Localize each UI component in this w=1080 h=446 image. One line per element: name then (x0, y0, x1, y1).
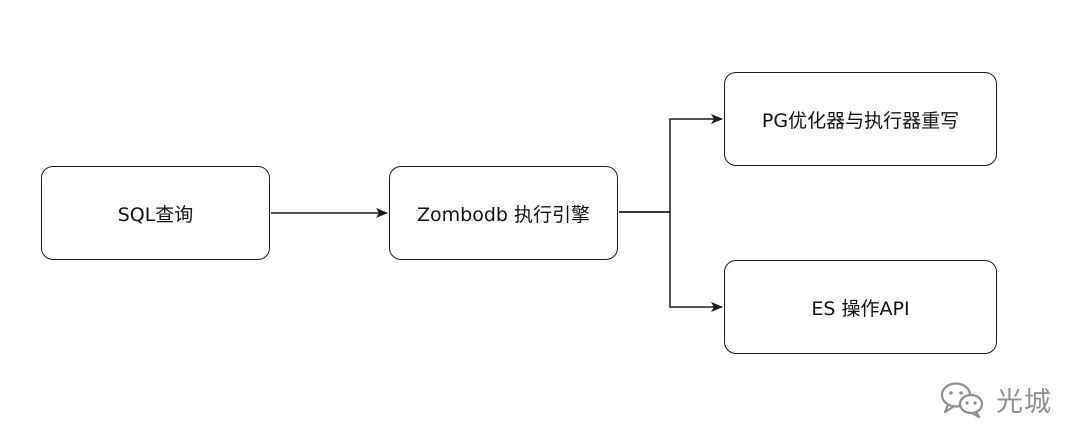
node-sql-query-label: SQL查询 (117, 203, 194, 226)
node-sql-query: SQL查询 (41, 166, 270, 260)
arrow-engine-to-pg (619, 114, 723, 213)
node-zombodb-engine: Zombodb 执行引擎 (389, 166, 618, 260)
watermark-text: 光城 (996, 386, 1052, 418)
wechat-icon (940, 382, 984, 419)
watermark: 光城 (938, 376, 1052, 422)
node-zombodb-engine-label: Zombodb 执行引擎 (417, 203, 590, 226)
node-es-api-label: ES 操作API (811, 297, 910, 320)
node-pg-rewrite-label: PG优化器与执行器重写 (761, 109, 960, 132)
arrow-engine-to-es (619, 211, 723, 312)
node-pg-rewrite: PG优化器与执行器重写 (724, 72, 997, 166)
node-es-api: ES 操作API (724, 260, 997, 354)
